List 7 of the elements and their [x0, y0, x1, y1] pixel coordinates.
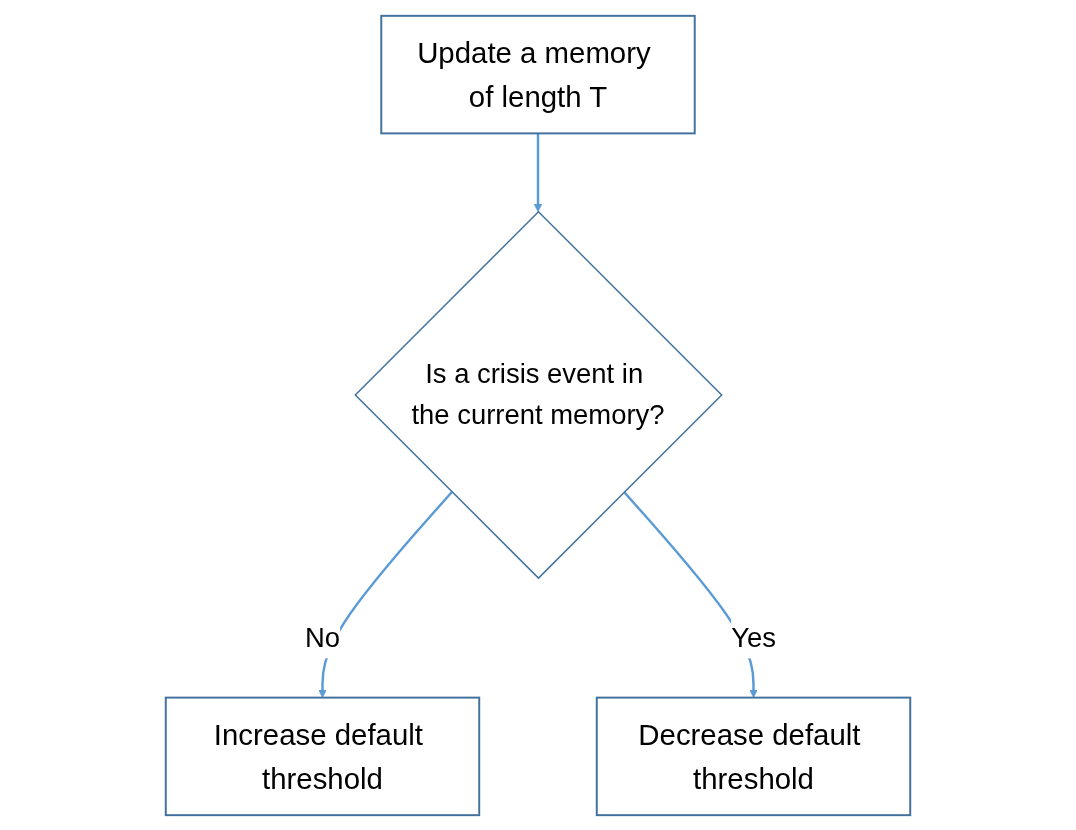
edge-label: Yes [731, 621, 776, 653]
node-diamond: Is a crisis event in the current memory? [354, 210, 723, 579]
arrow [533, 132, 543, 212]
node-box: Update a memory of length T [380, 14, 696, 134]
node-box: Decrease default threshold [595, 696, 912, 816]
edge-label: No [304, 621, 341, 653]
node-box: Increase default threshold [164, 696, 481, 816]
